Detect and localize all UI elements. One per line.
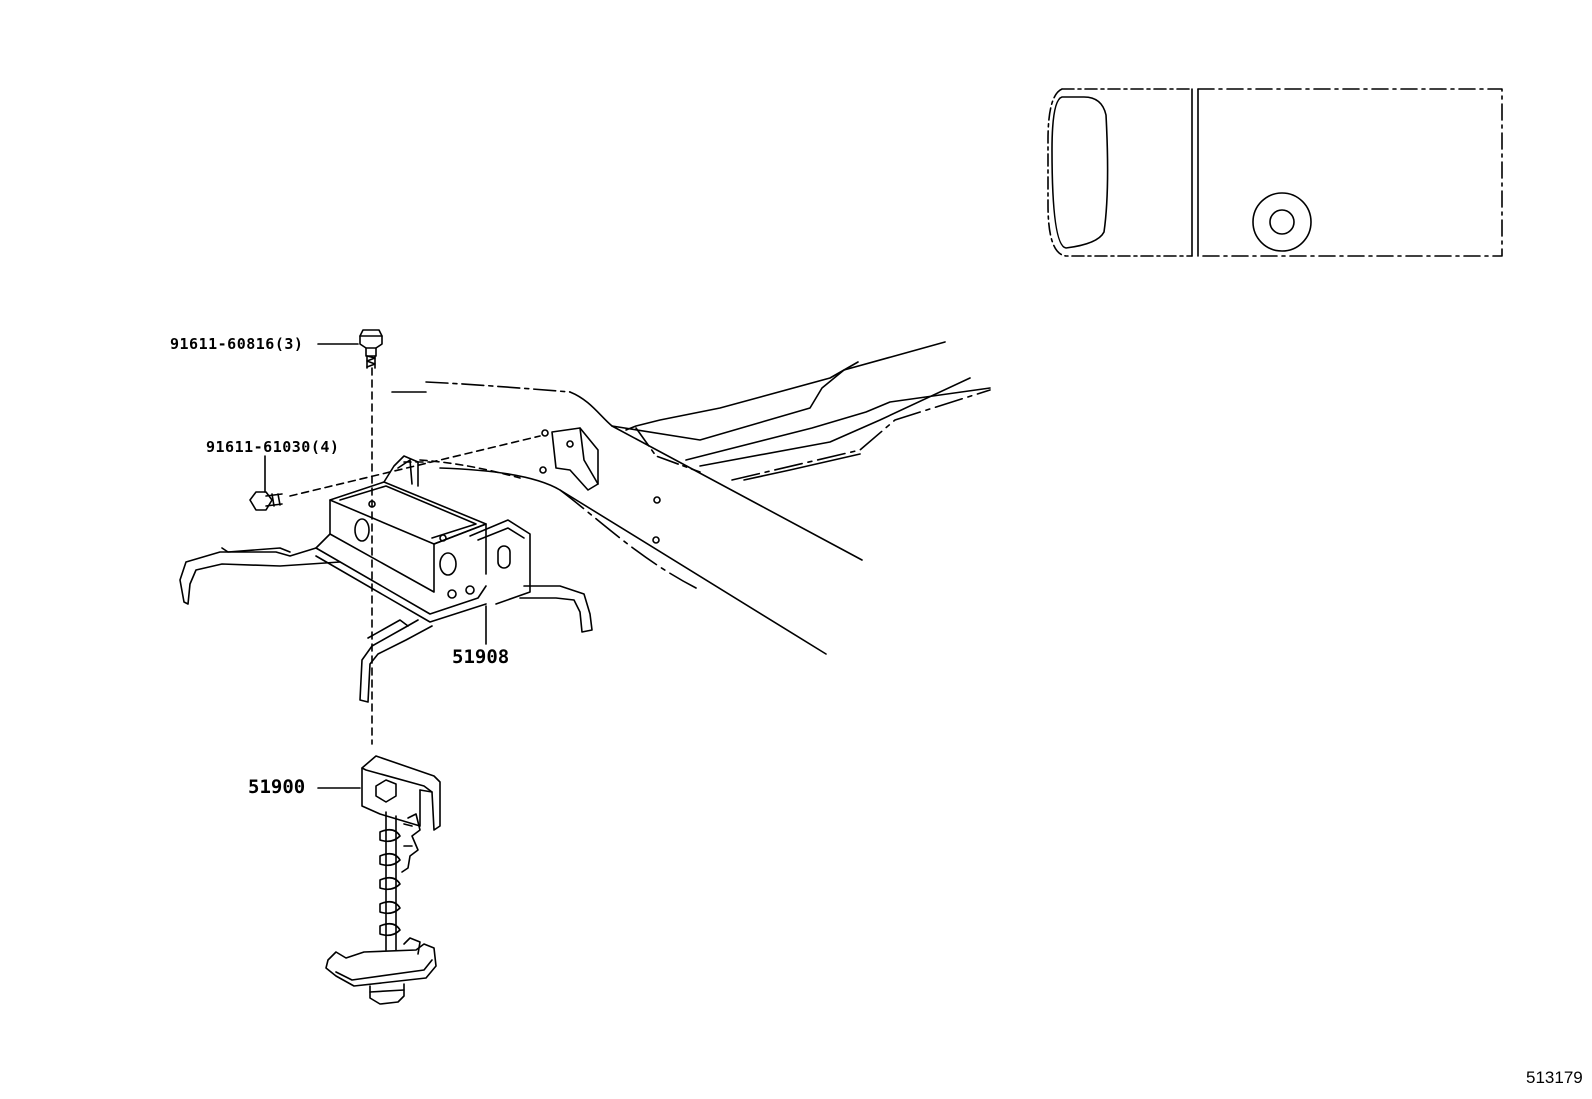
frame-rails xyxy=(392,342,990,654)
assembly-guide-lines xyxy=(290,368,540,744)
spare-tire-location-icon xyxy=(1253,193,1311,251)
part-number-winch-carrier: 51900 xyxy=(248,776,306,798)
diagram-reference-id: 513179 xyxy=(1526,1068,1583,1087)
bolt-short-icon xyxy=(250,456,282,510)
part-qty-bolt-short: (4) xyxy=(310,438,340,456)
part-label-winch-carrier: 51900 xyxy=(248,776,305,798)
vehicle-location-inset xyxy=(1048,89,1502,256)
part-label-bolt-short: 91611-61030(4) xyxy=(206,438,339,456)
part-number-bolt-long: 91611-60816 xyxy=(170,335,275,353)
part-number-bolt-short: 91611-61030 xyxy=(206,438,311,456)
part-number-carrier-bracket: 51908 xyxy=(452,646,510,668)
carrier-bracket-icon xyxy=(180,456,592,702)
winch-carrier-icon xyxy=(318,756,440,1004)
bolt-long-icon xyxy=(318,330,382,368)
part-label-bolt-long: 91611-60816(3) xyxy=(170,335,303,353)
part-qty-bolt-long: (3) xyxy=(274,335,304,353)
part-label-carrier-bracket: 51908 xyxy=(452,646,509,668)
